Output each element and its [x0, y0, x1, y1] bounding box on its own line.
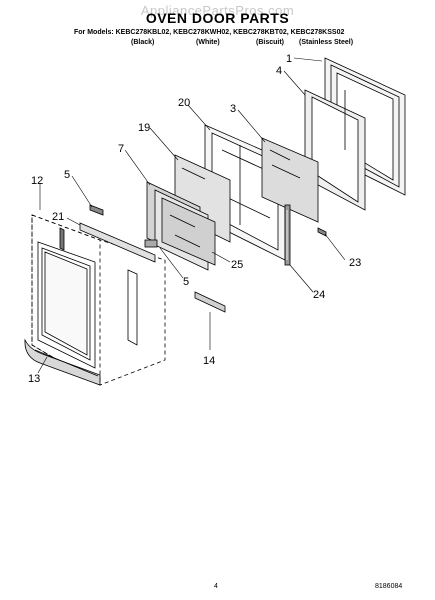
page-number: 4 [214, 583, 218, 590]
document-number: 8186084 [375, 583, 403, 590]
part-glass-3 [261, 137, 319, 223]
callout-21: 21 [52, 211, 64, 223]
callout-25: 25 [231, 259, 243, 271]
callout-5-lower: 5 [183, 276, 189, 288]
callout-1: 1 [286, 53, 292, 65]
part-clip-5-upper [89, 204, 104, 216]
watermark: AppliancePartsPros.com [140, 3, 295, 18]
callout-12: 12 [31, 175, 43, 187]
finish-stainless: (Stainless Steel) [299, 39, 354, 46]
part-screw-23 [317, 227, 327, 237]
part-glass-pack-7 [146, 181, 216, 271]
callout-13: 13 [28, 373, 40, 385]
callout-labels: 1 4 20 3 19 7 5 12 21 25 23 5 24 14 13 [28, 53, 361, 385]
page-title: OVEN DOOR PARTS [145, 10, 290, 26]
callout-5-upper: 5 [64, 169, 70, 181]
part-outer-door-frame [304, 57, 406, 211]
part-outer-panel-12 [31, 214, 166, 386]
callout-24: 24 [313, 289, 325, 301]
callout-23: 23 [349, 257, 361, 269]
callout-20: 20 [178, 97, 190, 109]
leader-lines [37, 57, 346, 374]
finish-biscuit: (Biscuit) [256, 39, 284, 46]
part-handle-13 [24, 338, 101, 386]
callout-3: 3 [230, 103, 236, 115]
finish-black: (Black) [131, 39, 155, 46]
callout-14: 14 [203, 355, 215, 367]
callout-19: 19 [138, 122, 150, 134]
part-clip-5-lower [144, 239, 158, 248]
callout-7: 7 [118, 143, 124, 155]
model-list: For Models: KEBC278KBL02, KEBC278KWH02, … [74, 29, 345, 36]
part-hinge-24 [284, 204, 291, 266]
finish-white: (White) [196, 39, 220, 46]
callout-4: 4 [276, 65, 282, 77]
part-trim-14 [194, 291, 226, 313]
